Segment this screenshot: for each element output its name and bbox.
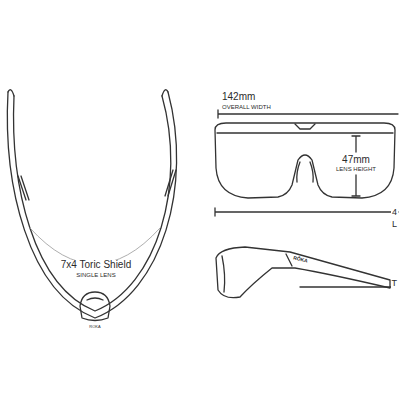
nose-pads-front (297, 162, 313, 182)
temple-hinge-left (18, 176, 29, 200)
dimension-value: 142mm (221, 92, 256, 103)
width-dimension-line (218, 110, 398, 118)
arm-tip-right (162, 90, 168, 96)
side-lens-edge (222, 256, 225, 292)
dimension-caption: OVERALL WIDTH (221, 104, 272, 110)
lens-top-view (30, 228, 160, 264)
brand-mark: RŌKA (291, 255, 309, 264)
frame-top-outer (7, 92, 176, 318)
temple-hinge-right (165, 170, 176, 196)
frame-top-inner (14, 96, 171, 311)
illustration-group (7, 90, 398, 321)
dimension-value: T (391, 279, 399, 288)
side-profile (216, 247, 390, 298)
front-brow-vent (295, 124, 315, 129)
lens-name: 7x4 Toric Shield (60, 260, 132, 271)
length-dimension-line (215, 208, 398, 216)
dimension-caption: LENS HEIGHT (335, 166, 377, 172)
arm-tip-left (8, 90, 14, 96)
front-shield (215, 123, 395, 198)
dimension-value: L (391, 220, 398, 229)
nose-piece-top (80, 292, 110, 321)
dimension-value: 47mm (341, 155, 371, 166)
dimension-value: 4 (391, 208, 398, 217)
side-dimension-line (300, 286, 392, 287)
brand-mark: ROKA (88, 325, 101, 329)
front-brow (217, 132, 393, 133)
nose-pad-top (87, 298, 103, 300)
lens-caption: SINGLE LENS (75, 272, 116, 278)
